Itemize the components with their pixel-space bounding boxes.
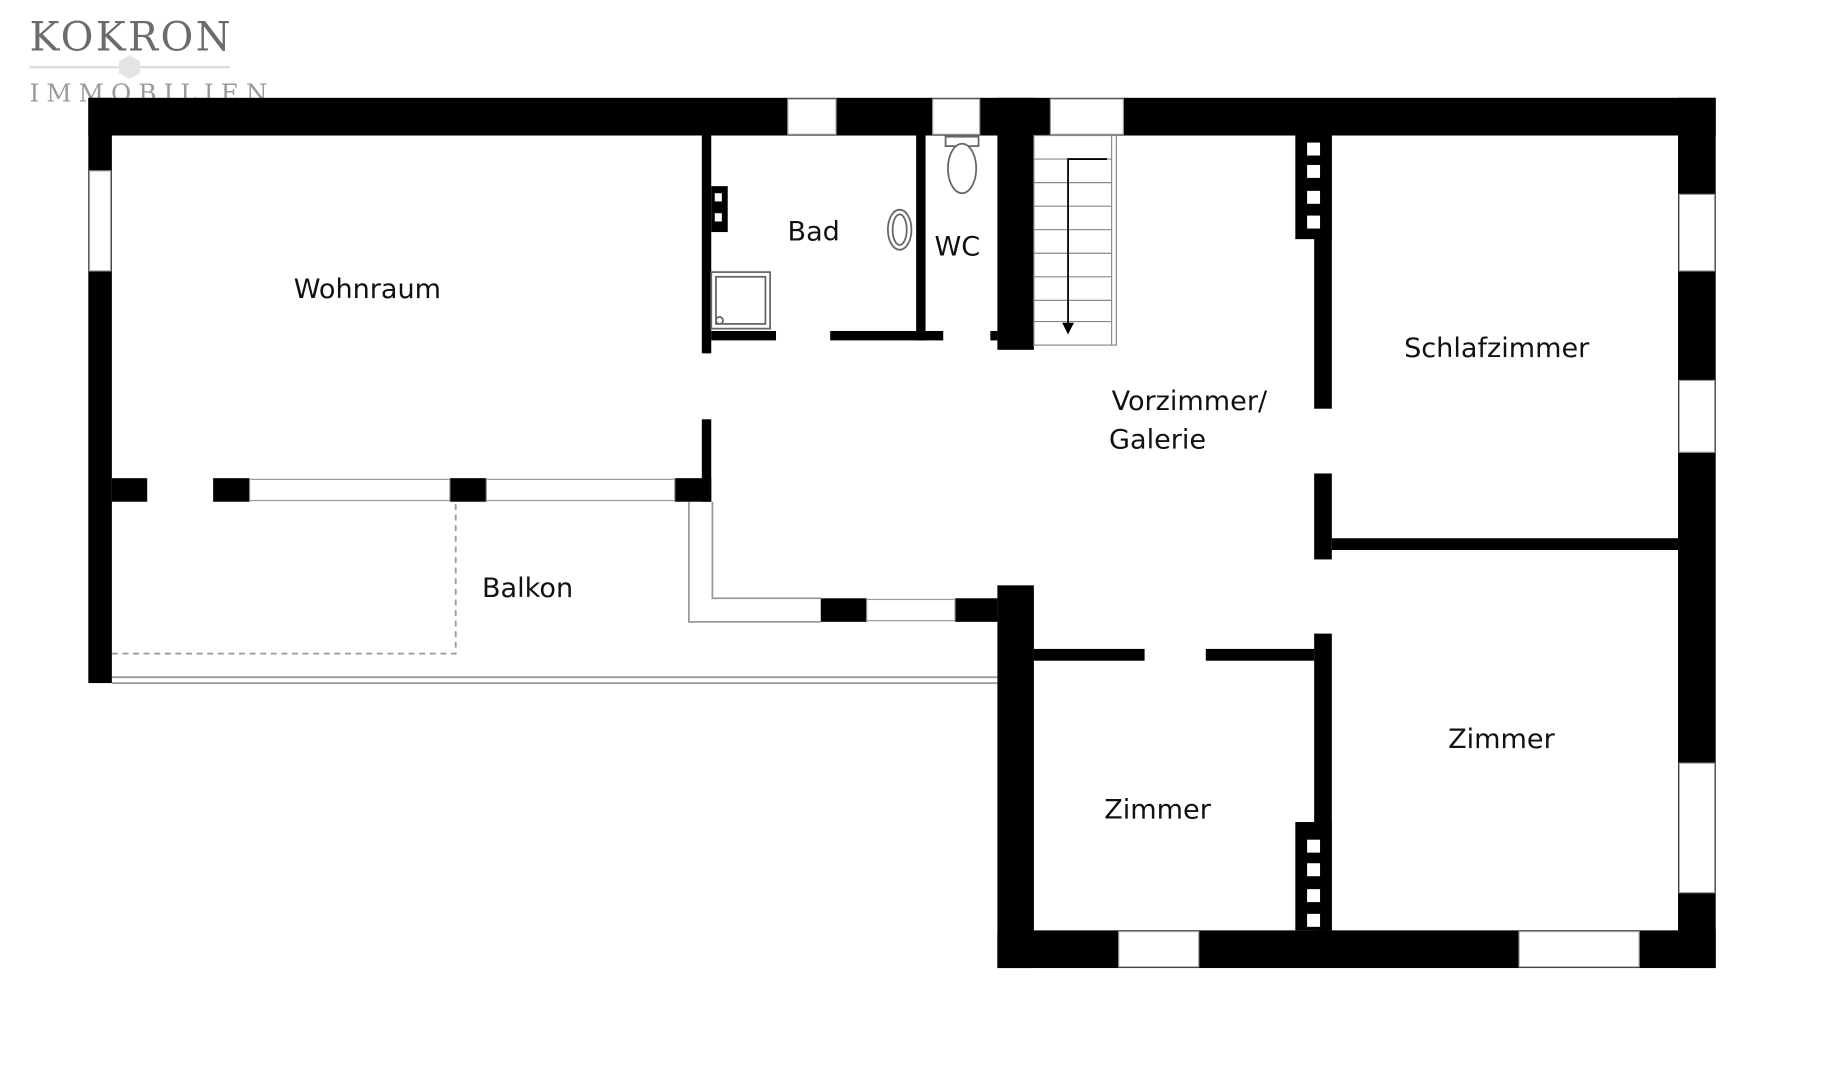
- sink-icon: [887, 208, 913, 251]
- stair-arrow-icon: [1062, 322, 1074, 335]
- balcony-outline: [111, 501, 998, 684]
- fixtures: [710, 135, 980, 330]
- room-label-balkon: Balkon: [482, 573, 573, 604]
- kokron-logo: KOKRON IMMOBILIEN: [29, 15, 267, 108]
- room-label-zimmer-right: Zimmer: [1448, 724, 1555, 755]
- room-label-galerie: Galerie: [1109, 425, 1206, 456]
- room-label-vorzimmer: Vorzimmer/: [1112, 386, 1268, 417]
- room-labels: Wohnraum Bad WC Vorzimmer/ Galerie Schla…: [294, 216, 1590, 825]
- room-label-wohnraum: Wohnraum: [294, 274, 441, 305]
- room-label-wc: WC: [935, 232, 981, 263]
- logo-brand: KOKRON: [29, 15, 233, 61]
- windows: [88, 98, 1716, 968]
- room-label-zimmer-left: Zimmer: [1104, 794, 1211, 825]
- room-label-bad: Bad: [788, 216, 840, 247]
- shaft-squares: [714, 142, 1321, 927]
- staircase: [1033, 134, 1117, 346]
- room-label-schlafzimmer: Schlafzimmer: [1404, 333, 1590, 364]
